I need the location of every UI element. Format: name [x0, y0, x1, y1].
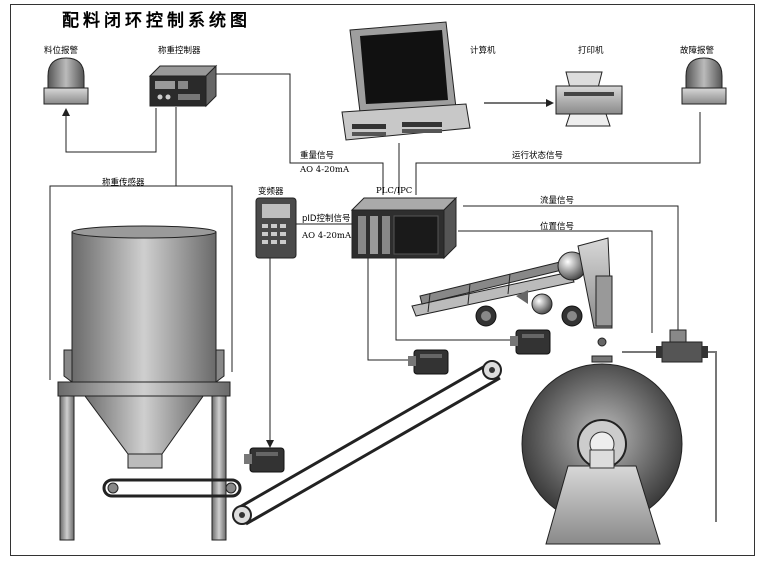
computer-label: 计算机: [470, 46, 496, 56]
flow-signal-label: 流量信号: [540, 196, 575, 206]
motor-inverter-belt: [244, 447, 285, 473]
mill-drum: [521, 355, 683, 545]
weigh-feeder: [411, 237, 613, 329]
weight-ao-label: AO 4-20mA: [300, 165, 350, 175]
run-status-signal-label: 运行状态信号: [512, 151, 564, 161]
fault-alarm-device: [681, 57, 727, 105]
fault-alarm-label: 故障报警: [680, 46, 715, 56]
belt-conveyor: [232, 360, 502, 526]
pid-ao-label: AO 4-20mA: [302, 231, 352, 241]
pid-signal-label: pID控制信号: [302, 214, 351, 224]
plc-device: [350, 196, 458, 260]
motor-middle: [408, 349, 449, 375]
weight-signal-label: 重量信号: [300, 151, 335, 161]
motor-feeder: [510, 329, 551, 355]
weighing-controller-label: 称重控制器: [158, 46, 201, 56]
level-alarm-label: 料位报警: [44, 46, 79, 56]
position-signal-label: 位置信号: [540, 222, 575, 232]
level-alarm-arrow: [62, 108, 70, 116]
weighing-controller-device: [148, 64, 218, 108]
diagram-frame: [10, 4, 755, 556]
computer-device: [341, 21, 471, 141]
plc-label: PLC/IPC: [376, 186, 413, 196]
signal-lines: [49, 73, 717, 522]
inverter-label: 变频器: [258, 187, 284, 197]
printer-device: [555, 71, 623, 127]
silo: [57, 225, 242, 541]
load-cell-label: 称重传感器: [102, 178, 145, 188]
inverter-device: [255, 197, 297, 259]
printer-label: 打印机: [578, 46, 604, 56]
position-sensor: [597, 337, 607, 347]
level-alarm-device: [43, 57, 89, 105]
inverter-arrow: [266, 440, 274, 448]
diagram-title: 配料闭环控制系统图: [62, 11, 251, 31]
computer-printer-arrow: [484, 99, 554, 107]
flowmeter: [656, 329, 708, 363]
